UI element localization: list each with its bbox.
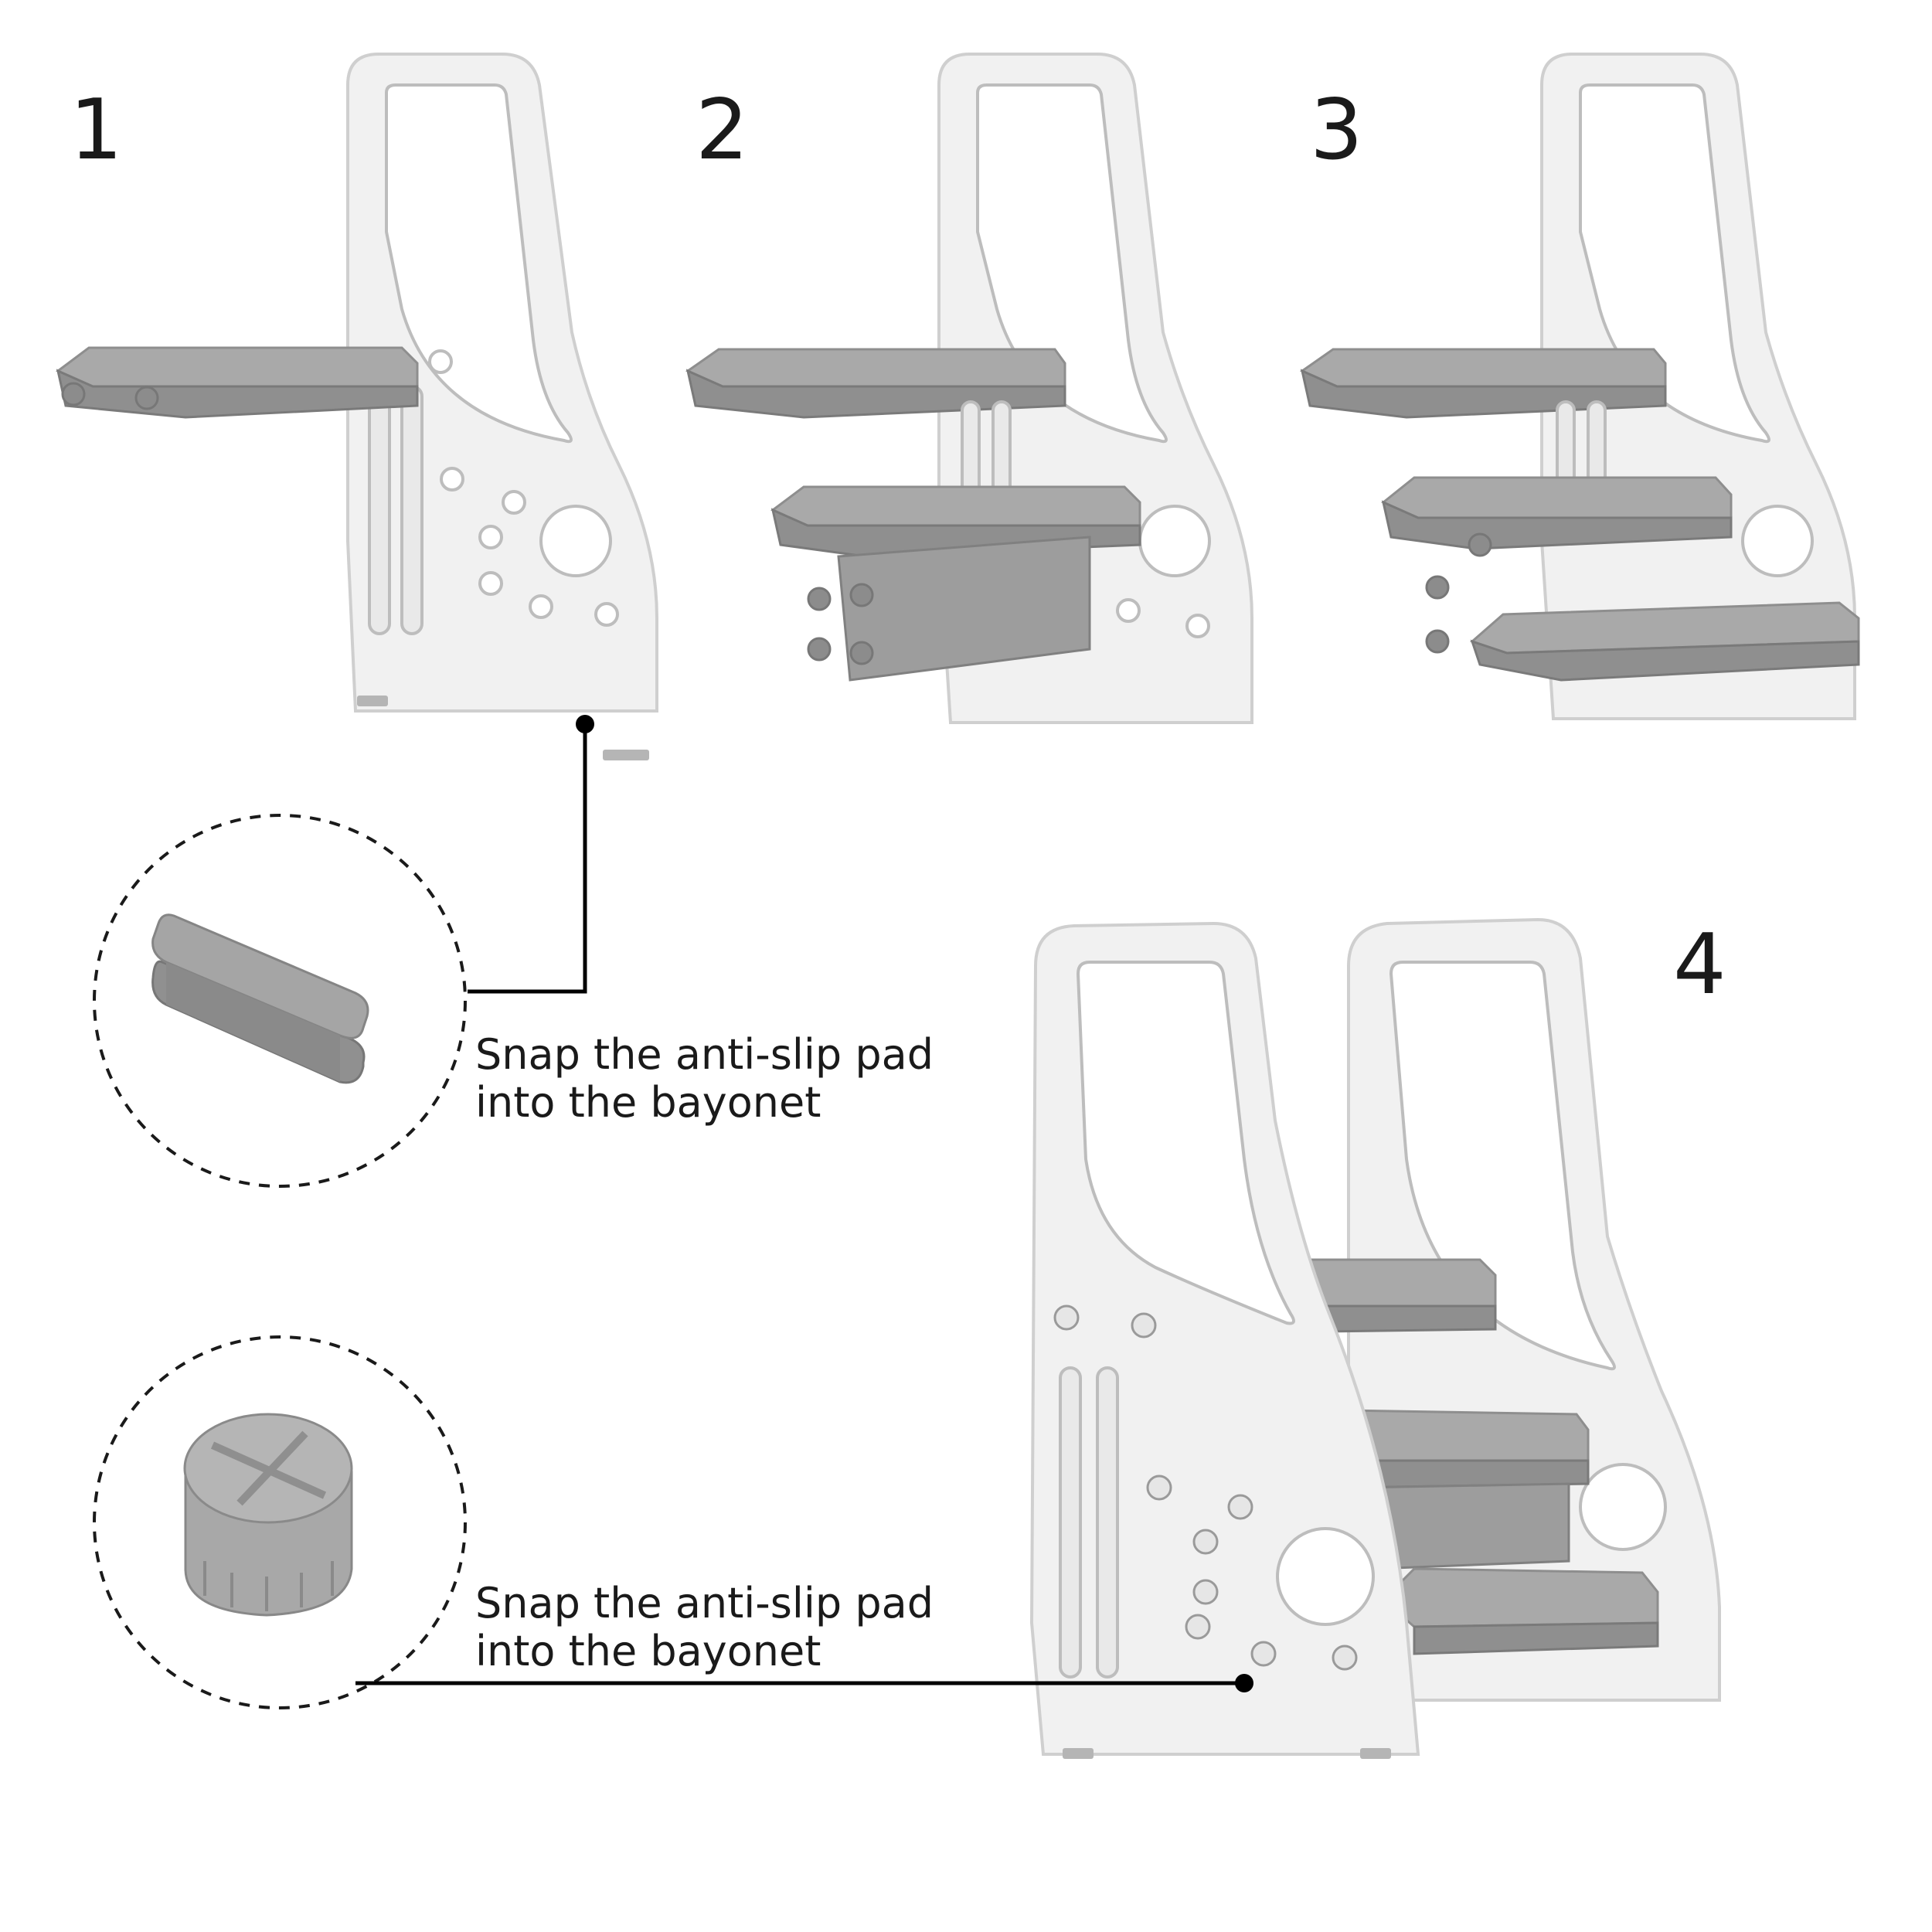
callout-anti-slip-cap: Snap the anti-slip pad into the bayonet [93, 1335, 1253, 1709]
step3-bottom-tread-front [1470, 639, 1860, 682]
step4-front-large-hole [1276, 1527, 1375, 1626]
step2-large-hole [1138, 505, 1211, 577]
step1-bolt-hole [478, 525, 503, 549]
step4-bolt [1192, 1579, 1219, 1605]
step4-bottom-tread-front [1413, 1621, 1659, 1655]
callout-pad-line2: into the bayonet [475, 1078, 821, 1127]
leader-dot-cap [1235, 1674, 1253, 1692]
step3-upper-tread [1299, 348, 1667, 388]
step1-bolt-hole [529, 594, 553, 619]
step1-large-hole [539, 505, 612, 577]
step3-large-hole [1741, 505, 1814, 577]
step1-bolt-hole [440, 467, 464, 492]
step2-peg [807, 637, 832, 662]
step4-bolt [1250, 1641, 1277, 1667]
step4-illustration [1029, 917, 1721, 1759]
step3-middle-tread-front [1381, 500, 1733, 550]
anti-slip-pad-icon [151, 913, 369, 1084]
step3-middle-tread [1381, 476, 1733, 519]
step4-bolt [1053, 1304, 1080, 1331]
step1-tread-peg [61, 382, 86, 406]
step1-slot-left [368, 385, 391, 635]
step2-peg [849, 641, 874, 665]
step3-peg [1425, 629, 1450, 654]
step4-slot-left [1059, 1366, 1082, 1679]
step2-riser [837, 536, 1091, 682]
detail-circle [93, 1335, 467, 1709]
step4-bolt [1332, 1645, 1358, 1671]
step1-bolt-hole [478, 571, 503, 596]
callout-cap-line1: Snap the anti-slip pad [475, 1579, 934, 1628]
step2-peg [849, 583, 874, 607]
step2-illustration [685, 53, 1253, 724]
callout-cap-line2: into the bayonet [475, 1627, 821, 1675]
step3-peg [1425, 575, 1450, 600]
step-number-4: 4 [1673, 917, 1726, 1013]
step2-lower-tread [770, 485, 1141, 527]
callout-anti-slip-pad: Snap the anti-slip pad into the bayonet [93, 715, 934, 1188]
step2-bolt-hole [1116, 598, 1141, 623]
step4-bolt [1227, 1494, 1253, 1520]
step1-bolt-hole [502, 490, 526, 515]
step1-tread-peg [134, 386, 159, 410]
step4-bolt [1185, 1614, 1211, 1640]
step3-slot [1556, 400, 1576, 488]
detail-circle [93, 814, 467, 1188]
step2-peg [807, 587, 832, 611]
step1-bolt-hole [594, 602, 619, 627]
step3-slot [1587, 400, 1607, 488]
leader-line-pad [468, 724, 587, 994]
step4-bolt [1131, 1312, 1157, 1338]
callout-pad-line1: Snap the anti-slip pad [475, 1030, 934, 1079]
step4-bolt [1146, 1475, 1172, 1501]
step4-front-handle-opening [1076, 961, 1295, 1325]
step4-bolt [1192, 1529, 1219, 1555]
step4-foot [1063, 1748, 1094, 1759]
step2-slot [992, 400, 1012, 496]
step1-anti-slip-pad [603, 750, 649, 760]
leader-dot-pad [576, 715, 594, 733]
step1-tread [56, 346, 419, 388]
step1-slot-right [400, 385, 423, 635]
step-number-3: 3 [1310, 82, 1363, 179]
step4-bottom-tread [1381, 1567, 1659, 1628]
step3-peg [1468, 532, 1492, 557]
anti-slip-cap-icon [183, 1413, 353, 1617]
step2-bolt-hole [1185, 614, 1210, 638]
step-number-2: 2 [696, 82, 749, 179]
step1-illustration [56, 53, 658, 760]
step1-bolt-hole [428, 349, 453, 374]
step2-upper-tread [685, 348, 1066, 388]
step1-anti-slip-pad [357, 696, 388, 706]
step4-foot [1360, 1748, 1391, 1759]
step-number-1: 1 [70, 82, 123, 179]
step4-back-large-hole [1579, 1463, 1667, 1551]
step3-illustration [1299, 53, 1860, 720]
step2-slot [961, 400, 981, 496]
step4-slot-right [1096, 1366, 1119, 1679]
